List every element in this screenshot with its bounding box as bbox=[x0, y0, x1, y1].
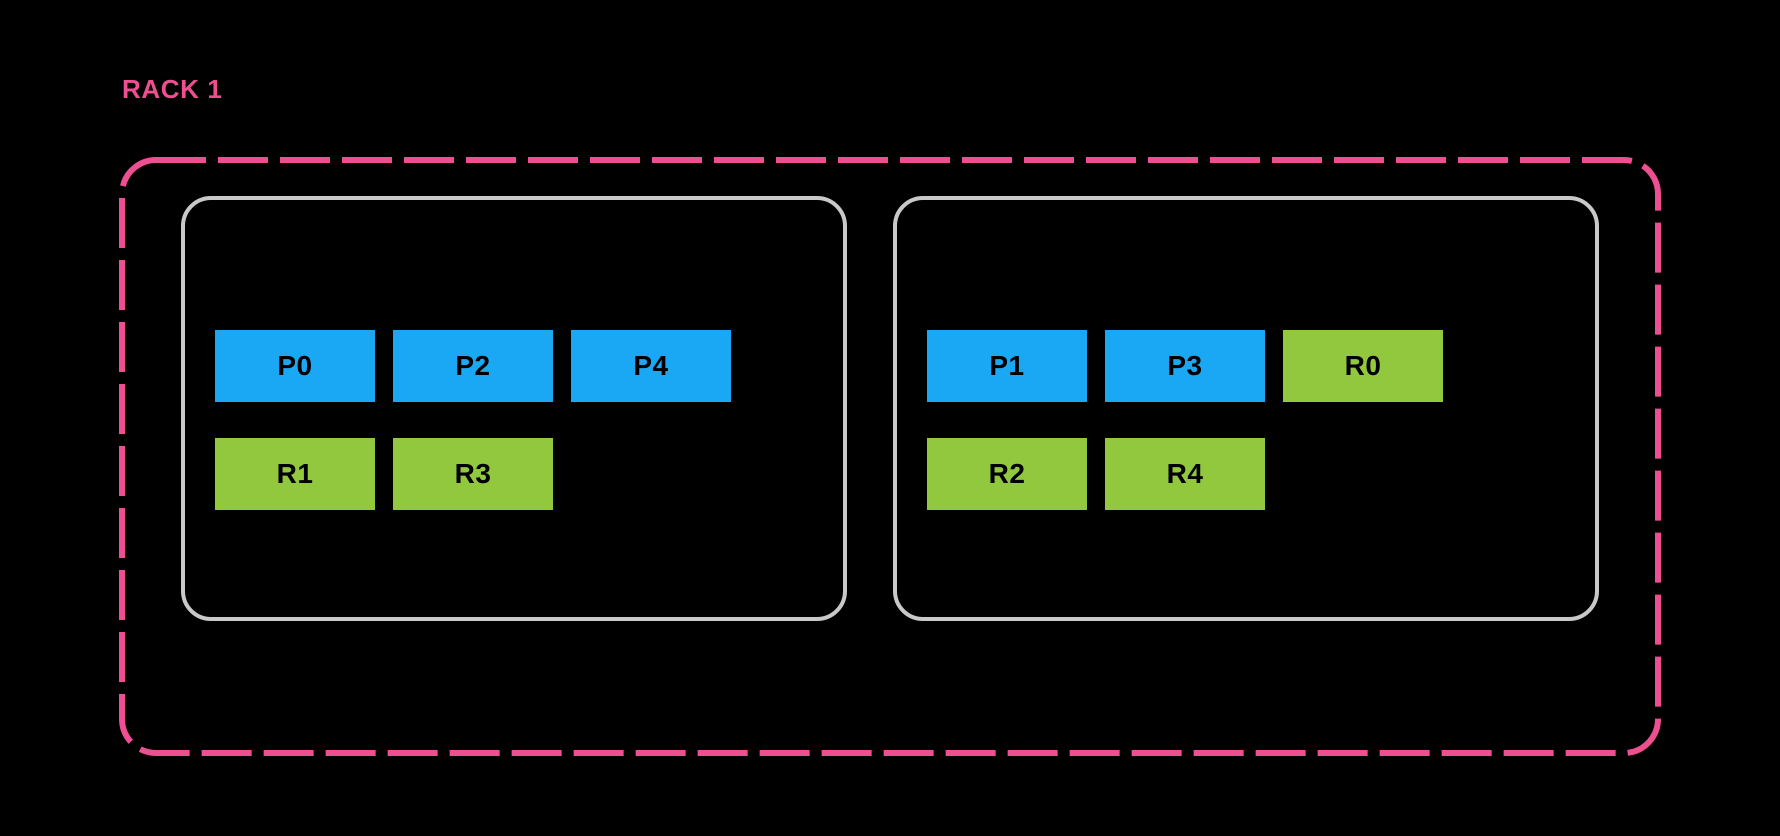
block-r2[interactable]: R2 bbox=[927, 438, 1087, 510]
block-p1[interactable]: P1 bbox=[927, 330, 1087, 402]
node-0-contents: P0 P2 P4 R1 R3 bbox=[185, 200, 843, 617]
block-r3[interactable]: R3 bbox=[393, 438, 553, 510]
rack-label: RACK 1 bbox=[122, 74, 223, 104]
block-r4[interactable]: R4 bbox=[1105, 438, 1265, 510]
block-p0[interactable]: P0 bbox=[215, 330, 375, 402]
block-p4[interactable]: P4 bbox=[571, 330, 731, 402]
block-p2-label: P2 bbox=[455, 350, 491, 381]
block-r0[interactable]: R0 bbox=[1283, 330, 1443, 402]
node-container-0[interactable]: P0 P2 P4 R1 R3 bbox=[181, 196, 847, 621]
rack-boundary bbox=[119, 157, 1661, 756]
rack-boundary-rect bbox=[119, 157, 1661, 756]
block-r3-label: R3 bbox=[454, 458, 492, 489]
block-p4-label: P4 bbox=[633, 350, 669, 381]
block-p1-label: P1 bbox=[989, 350, 1025, 381]
block-r1[interactable]: R1 bbox=[215, 438, 375, 510]
node-1-contents: P1 P3 R0 R2 R4 bbox=[897, 200, 1595, 617]
rack-boundary-outline bbox=[119, 157, 1661, 756]
node-container-1[interactable]: P1 P3 R0 R2 R4 bbox=[893, 196, 1599, 621]
block-p3-label: P3 bbox=[1167, 350, 1203, 381]
block-r1-label: R1 bbox=[276, 458, 314, 489]
block-p2[interactable]: P2 bbox=[393, 330, 553, 402]
block-p3[interactable]: P3 bbox=[1105, 330, 1265, 402]
block-r2-label: R2 bbox=[988, 458, 1026, 489]
block-p0-label: P0 bbox=[277, 350, 313, 381]
block-r4-label: R4 bbox=[1166, 458, 1204, 489]
block-r0-label: R0 bbox=[1344, 350, 1382, 381]
